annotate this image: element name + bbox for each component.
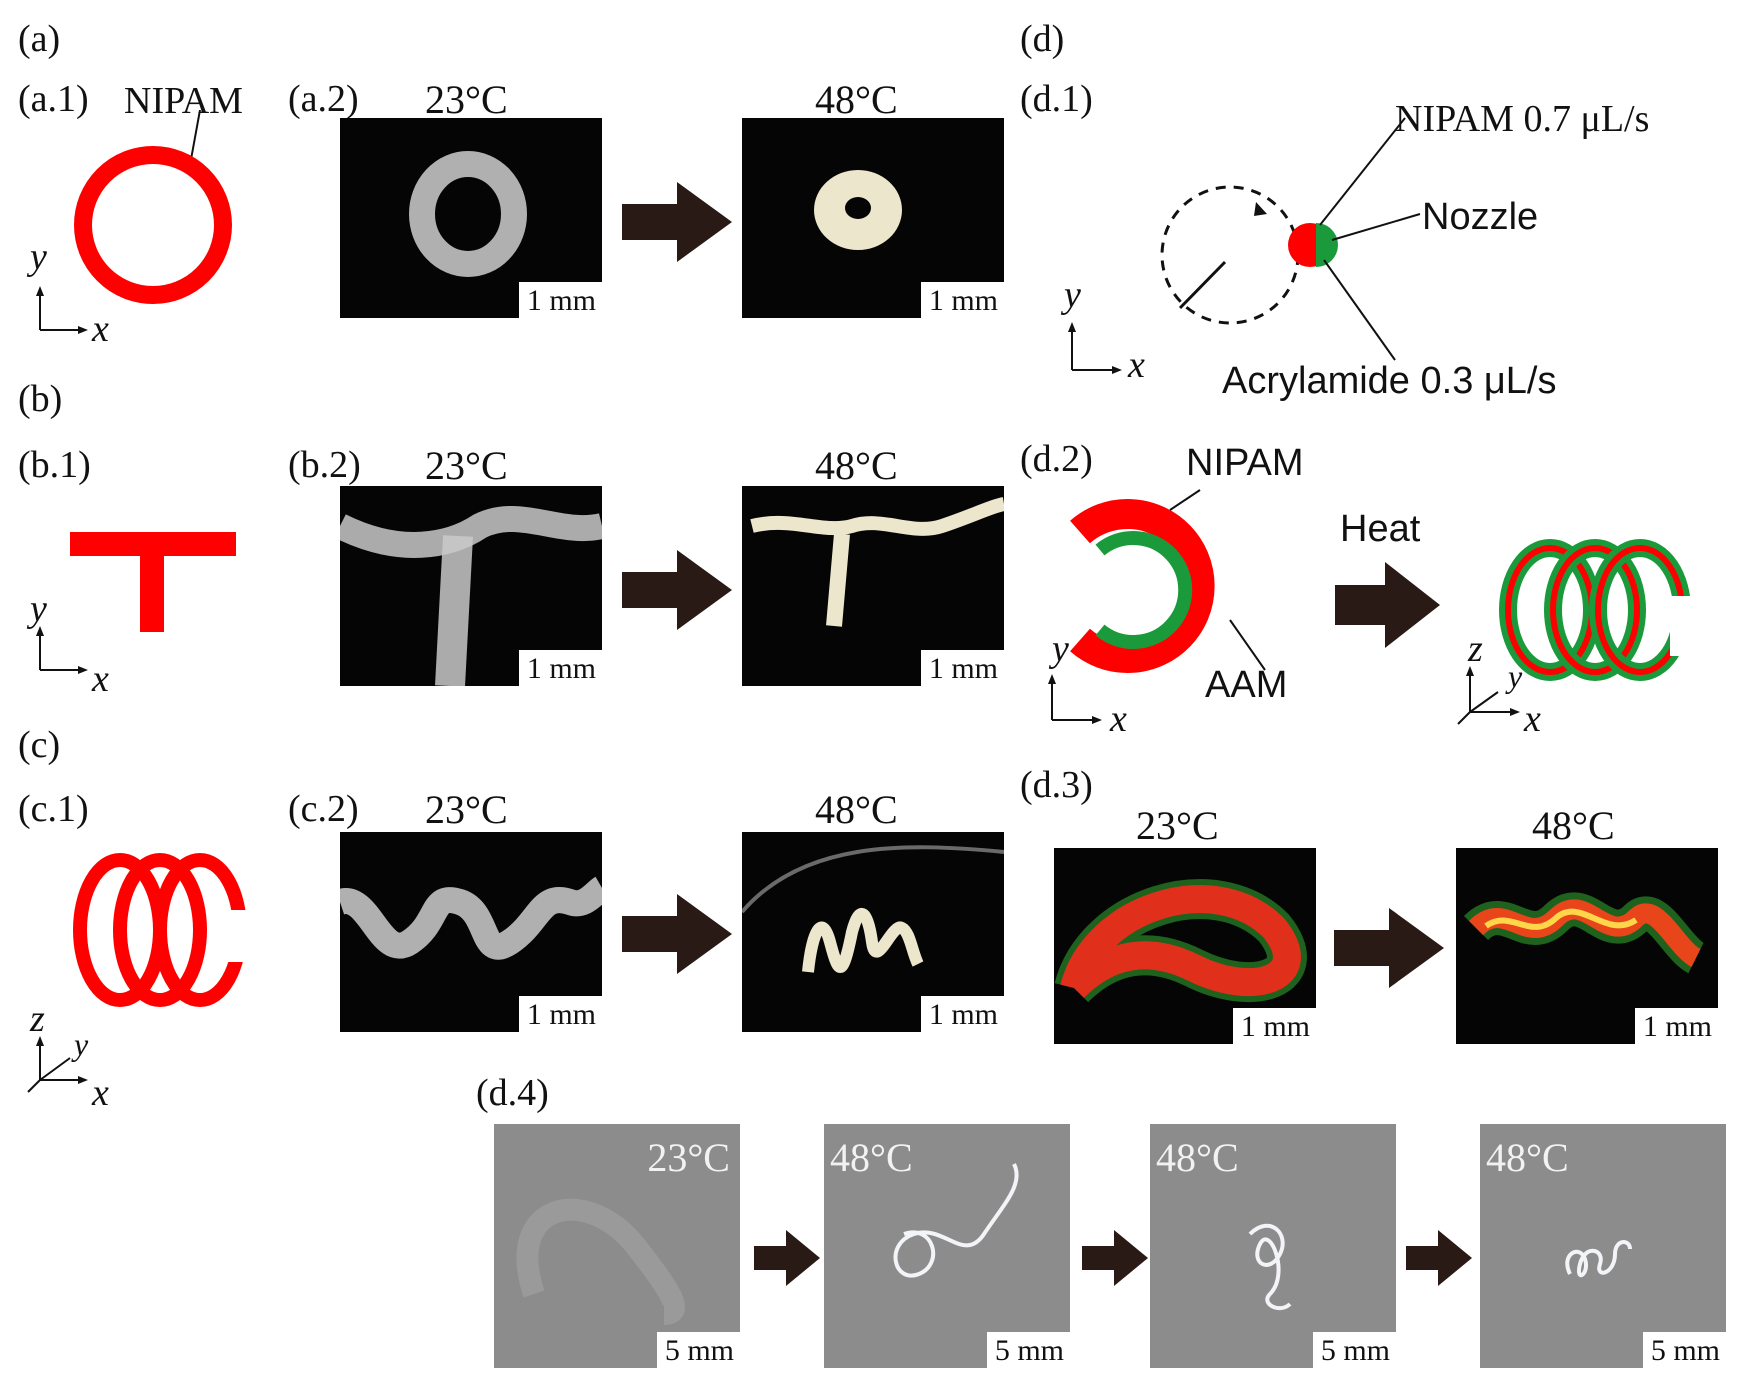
axis-x-a: x xyxy=(92,308,109,350)
axis-x-d2: x xyxy=(1110,698,1127,740)
arrow-right-icon xyxy=(622,550,732,630)
bilayer-curl-diagram xyxy=(1048,489,1696,725)
heat-label: Heat xyxy=(1340,508,1421,550)
panel-a1-label: (a.1) xyxy=(18,78,89,120)
axis-z-d2: z xyxy=(1468,628,1483,670)
arrow-right-icon xyxy=(622,894,732,974)
scale-bar-d4-1: 5 mm xyxy=(656,1332,740,1368)
nipam-rate-label: NIPAM 0.7 μL/s xyxy=(1395,98,1650,140)
arrow-right-icon xyxy=(754,1230,820,1286)
aam-label: AAM xyxy=(1205,664,1288,706)
temp-a-48: 48°C xyxy=(815,77,898,122)
axis-y-d1: y xyxy=(1064,274,1081,316)
scale-bar-c-23: 1 mm xyxy=(518,996,602,1032)
temp-d4-3: 48°C xyxy=(1156,1135,1239,1180)
scale-bar-b-48: 1 mm xyxy=(920,650,1004,686)
scale-bar-d4-2: 5 mm xyxy=(986,1332,1070,1368)
axis-y-b: y xyxy=(30,588,47,630)
panel-a-label: (a) xyxy=(18,18,61,60)
photo-d4-4: 48°C 5 mm xyxy=(1480,1124,1726,1368)
photo-d4-1: 23°C 5 mm xyxy=(494,1124,740,1368)
photo-a-23: 1 mm xyxy=(340,118,602,318)
panel-b1-label: (b.1) xyxy=(18,444,91,486)
scale-bar-d4-3: 5 mm xyxy=(1312,1332,1396,1368)
temp-c-48: 48°C xyxy=(815,787,898,832)
axis-x-d2b: x xyxy=(1524,698,1541,740)
nipam-label-d2: NIPAM xyxy=(1186,442,1304,484)
helix-diagram xyxy=(27,853,256,1093)
t-shape-diagram xyxy=(36,532,236,674)
nipam-label-a1: NIPAM xyxy=(124,80,243,122)
panel-d4-label: (d.4) xyxy=(476,1072,549,1114)
photo-a-48: 1 mm xyxy=(742,118,1004,318)
temp-c-23: 23°C xyxy=(425,787,508,832)
ring-diagram xyxy=(36,110,232,334)
axis-y-d2b: y xyxy=(1508,658,1523,694)
temp-d3-48: 48°C xyxy=(1532,803,1615,848)
arrow-right-icon xyxy=(1082,1230,1148,1286)
photo-c-48: 1 mm xyxy=(742,832,1004,1032)
temp-a-23: 23°C xyxy=(425,77,508,122)
axis-z-c: z xyxy=(30,998,45,1040)
scale-bar-d4-4: 5 mm xyxy=(1642,1332,1726,1368)
scale-bar-c-48: 1 mm xyxy=(920,996,1004,1032)
axis-y-d2: y xyxy=(1052,628,1069,670)
axis-y-a: y xyxy=(30,236,47,278)
temp-d4-2: 48°C xyxy=(830,1135,913,1180)
nozzle-path-diagram xyxy=(1068,117,1421,374)
panel-b-label: (b) xyxy=(18,378,63,420)
photo-d3-48: 1 mm xyxy=(1456,848,1718,1044)
acrylamide-rate-label: Acrylamide 0.3 μL/s xyxy=(1222,360,1557,402)
arrow-right-icon xyxy=(622,182,732,262)
axis-x-d1: x xyxy=(1128,344,1145,386)
temp-b-48: 48°C xyxy=(815,443,898,488)
scale-bar-d3-23: 1 mm xyxy=(1232,1008,1316,1044)
panel-a2-label: (a.2) xyxy=(288,78,359,120)
panel-c2-label: (c.2) xyxy=(288,788,359,830)
panel-c1-label: (c.1) xyxy=(18,788,89,830)
axis-y-c: y xyxy=(74,1026,89,1062)
panel-d1-label: (d.1) xyxy=(1020,78,1093,120)
photo-b-48: 1 mm xyxy=(742,486,1004,686)
temp-d3-23: 23°C xyxy=(1136,803,1219,848)
arrow-right-icon xyxy=(1406,1230,1472,1286)
photo-b-23: 1 mm xyxy=(340,486,602,686)
photo-d4-3: 48°C 5 mm xyxy=(1150,1124,1396,1368)
photo-c-23: 1 mm xyxy=(340,832,602,1032)
scale-bar-b-23: 1 mm xyxy=(518,650,602,686)
panel-d3-label: (d.3) xyxy=(1020,764,1093,806)
photo-d3-23: 1 mm xyxy=(1054,848,1316,1044)
scale-bar-d3-48: 1 mm xyxy=(1634,1008,1718,1044)
temp-b-23: 23°C xyxy=(425,443,508,488)
photo-d4-2: 48°C 5 mm xyxy=(824,1124,1070,1368)
panel-d2-label: (d.2) xyxy=(1020,438,1093,480)
arrow-right-icon xyxy=(1334,908,1444,988)
nozzle-label: Nozzle xyxy=(1422,196,1539,238)
panel-c-label: (c) xyxy=(18,724,61,766)
panel-b2-label: (b.2) xyxy=(288,444,361,486)
axis-x-c: x xyxy=(92,1072,109,1114)
scale-bar-a-23: 1 mm xyxy=(518,282,602,318)
temp-d4-1: 23°C xyxy=(647,1135,730,1180)
scale-bar-a-48: 1 mm xyxy=(920,282,1004,318)
panel-d-label: (d) xyxy=(1020,18,1065,60)
axis-x-b: x xyxy=(92,658,109,700)
temp-d4-4: 48°C xyxy=(1486,1135,1569,1180)
